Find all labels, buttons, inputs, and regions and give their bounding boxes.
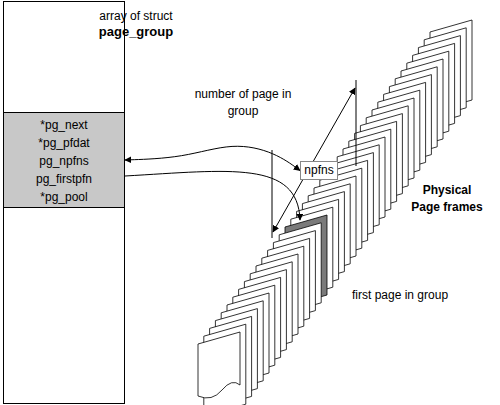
node-text: *pg_pool [4,188,124,206]
extent-arrow [273,88,355,232]
npfns-box: npfns [300,161,338,180]
struct-fields-band: *pg_next*pg_pfdatpg_npfnspg_firstpfn*pg_… [3,112,125,208]
struct-array-box: array of structpage_group*pg_next*pg_pfd… [3,1,125,404]
node-text: npfns [301,163,337,178]
first-pfn-arrow [125,171,300,220]
callout-label: first page in group [352,287,482,304]
extent-tick [272,150,273,238]
dimension-label: number of page in group [193,86,293,120]
extent-tick [356,80,357,166]
page-frame [198,332,240,398]
text-group: npfns [301,163,337,178]
node-text: *pg_next [4,116,124,134]
node-text: *pg_pfdat [4,134,124,152]
section-title: Physical Page frames [408,182,486,216]
node-text: page_group [94,24,178,40]
text-group: array of structpage_group [94,8,178,40]
text-group: *pg_next*pg_pfdatpg_npfnspg_firstpfn*pg_… [4,116,124,206]
node-text: array of struct [94,8,178,24]
node-text: pg_firstpfn [4,170,124,188]
connector-arrow [125,146,300,170]
node-text: pg_npfns [4,152,124,170]
